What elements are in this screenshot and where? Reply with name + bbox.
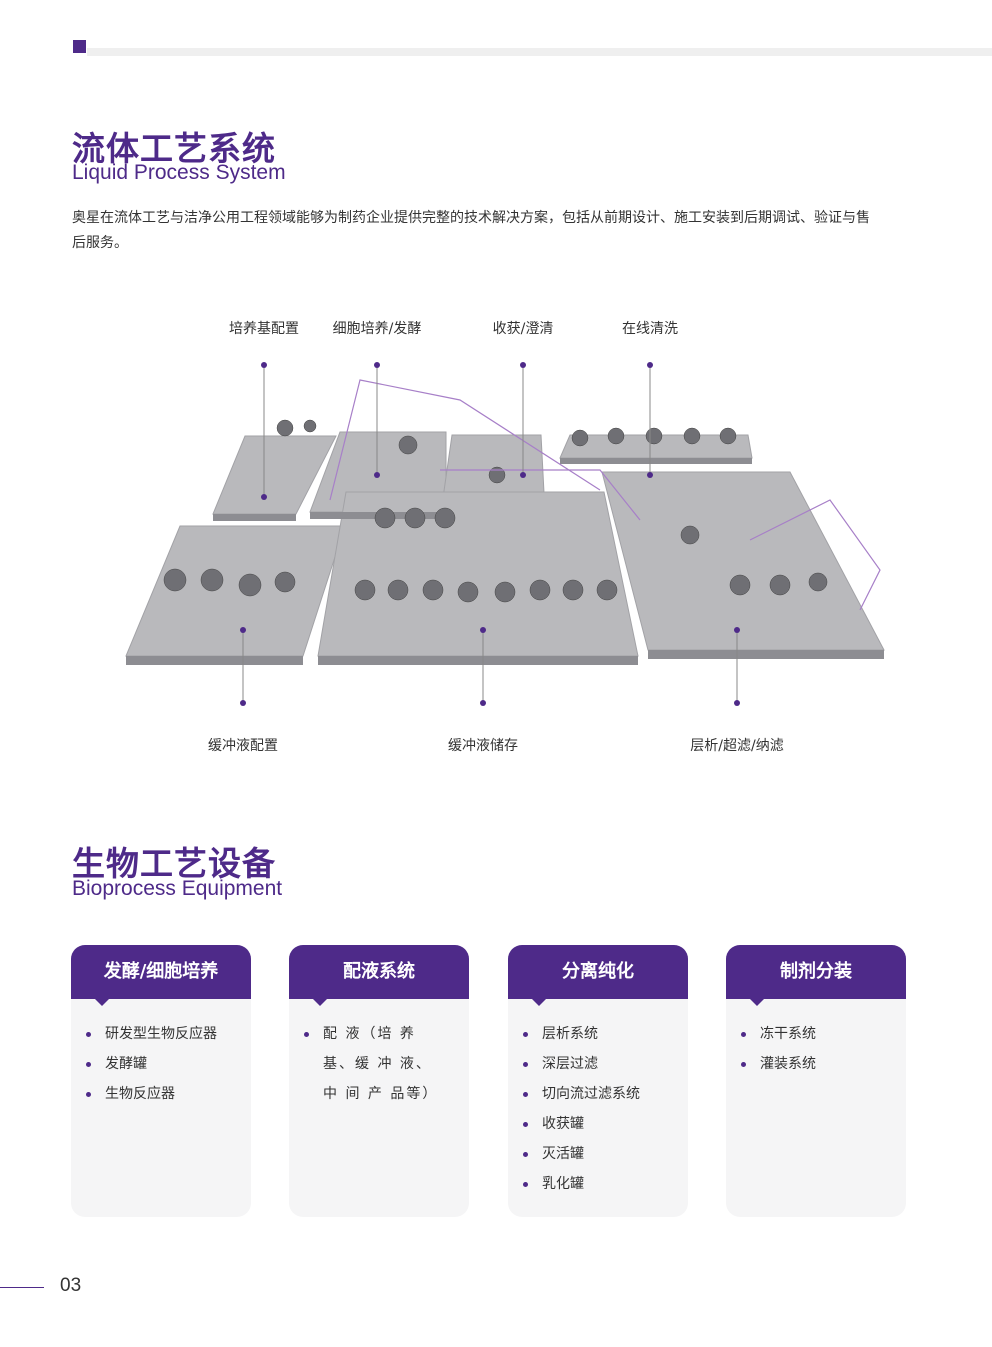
- section1-intro: 奥星在流体工艺与洁净公用工程领域能够为制药企业提供完整的技术解决方案，包括从前期…: [72, 210, 870, 251]
- list-item: 冻干系统: [741, 1019, 892, 1049]
- header-bar: [87, 48, 992, 56]
- diagram-label: 细胞培养/发酵: [332, 321, 422, 337]
- card-solution-prep: 配液系统 配 液（培 养 基、缓 冲 液、中 间 产 品等）: [289, 945, 469, 1217]
- card-title: 分离纯化: [508, 945, 688, 1006]
- section1-title-cn: 流体工艺系统: [72, 129, 276, 168]
- diagram-label: 缓冲液配置: [208, 738, 278, 754]
- section1-title-en: Liquid Process System: [72, 161, 286, 184]
- list-item: 发酵罐: [86, 1049, 237, 1079]
- list-item: 灌装系统: [741, 1049, 892, 1079]
- card-fill-finish: 制剂分装 冻干系统灌装系统: [726, 945, 906, 1217]
- card-title: 配液系统: [289, 945, 469, 1006]
- list-item: 层析系统: [523, 1019, 674, 1049]
- list-item: 深层过滤: [523, 1049, 674, 1079]
- list-item: 灭活罐: [523, 1139, 674, 1169]
- list-item: 生物反应器: [86, 1079, 237, 1109]
- section2-title-cn: 生物工艺设备: [72, 844, 276, 883]
- diagram-label: 缓冲液储存: [448, 738, 518, 754]
- list-item: 乳化罐: [523, 1169, 674, 1199]
- page-number-line: [0, 1287, 44, 1288]
- diagram-label: 培养基配置: [229, 321, 299, 337]
- card-fermentation: 发酵/细胞培养 研发型生物反应器发酵罐生物反应器: [71, 945, 251, 1217]
- platform: [125, 525, 346, 657]
- card-purification: 分离纯化 层析系统深层过滤切向流过滤系统收获罐灭活罐乳化罐: [508, 945, 688, 1217]
- list-item: 切向流过滤系统: [523, 1079, 674, 1109]
- diagram-label: 收获/澄清: [492, 321, 554, 337]
- section2-title-en: Bioprocess Equipment: [72, 877, 283, 900]
- card-title: 制剂分装: [726, 945, 906, 1006]
- card-title: 发酵/细胞培养: [71, 945, 251, 1006]
- page-number: 03: [60, 1275, 82, 1296]
- process-plant-diagram: [125, 362, 885, 706]
- list-item: 收获罐: [523, 1109, 674, 1139]
- diagram-label: 在线清洗: [622, 321, 678, 337]
- header-square: [73, 40, 86, 53]
- list-item: 研发型生物反应器: [86, 1019, 237, 1049]
- platform: [601, 471, 885, 651]
- list-item: 配 液（培 养 基、缓 冲 液、中 间 产 品等）: [304, 1019, 445, 1109]
- diagram-label: 层析/超滤/纳滤: [690, 738, 784, 754]
